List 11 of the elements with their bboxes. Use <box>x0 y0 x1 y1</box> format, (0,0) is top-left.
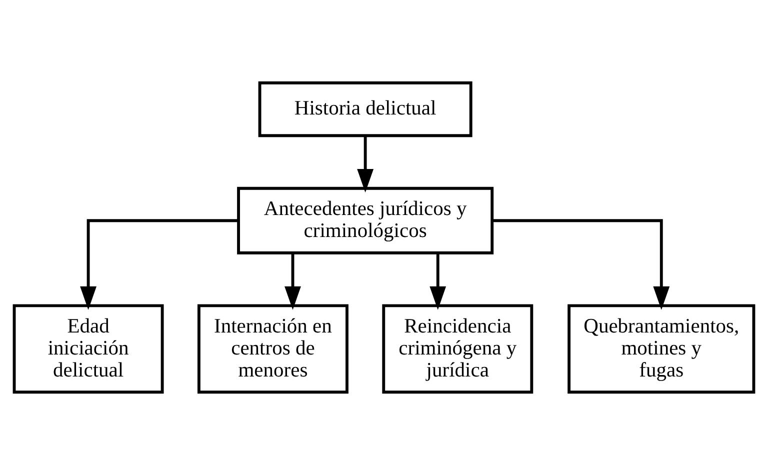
node-box: Quebrantamientos, motines y fugas <box>568 304 756 394</box>
arrow <box>430 253 446 310</box>
node-box: Edad iniciación delictual <box>12 304 164 394</box>
node-box: Reincidencia criminógena y jurídica <box>382 304 534 394</box>
node-box: Historia delictual <box>258 81 472 138</box>
arrow <box>357 136 374 192</box>
arrow <box>284 253 301 310</box>
node-box: Antecedentes jurídicos y criminológicos <box>237 186 494 254</box>
node-box: Internación en centros de menores <box>197 304 348 394</box>
arrow <box>80 219 238 310</box>
arrow <box>492 219 670 310</box>
